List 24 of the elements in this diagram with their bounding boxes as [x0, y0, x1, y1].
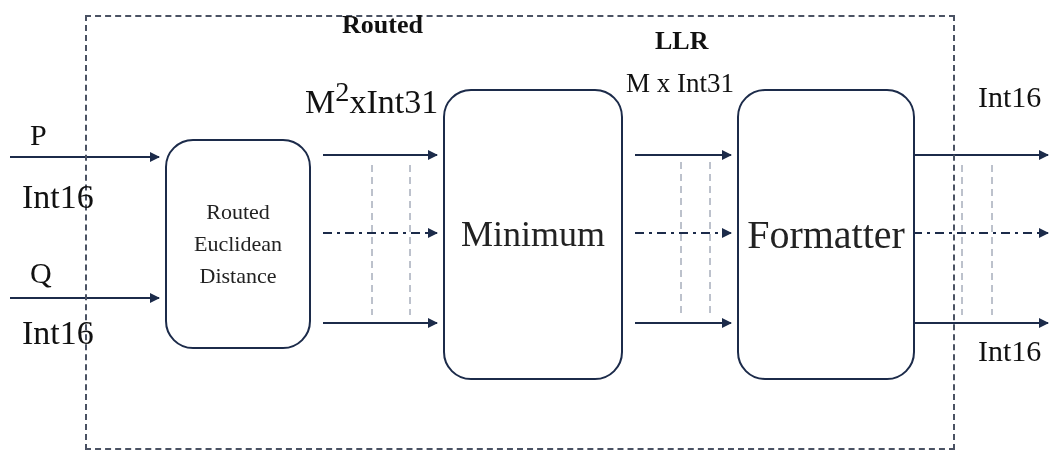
signal-label: Q — [30, 258, 52, 288]
heading-label: LLR — [655, 28, 709, 54]
arrow — [9, 152, 160, 162]
box-label: Formatter — [746, 210, 906, 259]
process-box — [443, 89, 623, 380]
box-label: Minimum — [460, 213, 606, 257]
signal-label: M$^{2}$xInt31 — [305, 78, 439, 120]
box-label: Routed Euclidean Distance — [193, 198, 283, 290]
arrow — [322, 228, 438, 238]
signal-label: Int16 — [978, 82, 1042, 112]
heading-label: Routed — [342, 12, 423, 38]
signal-label: Int16 — [22, 316, 94, 350]
signal-label: P — [30, 120, 47, 150]
signal-label: Int16 — [22, 180, 94, 214]
arrow — [322, 318, 438, 328]
arrow — [634, 228, 732, 238]
arrow — [322, 150, 438, 160]
arrow — [634, 150, 732, 160]
signal-label: M x Int31 — [626, 70, 734, 97]
arrow — [9, 293, 160, 303]
process-box — [165, 139, 311, 349]
process-box — [737, 89, 915, 380]
signal-label: Int16 — [978, 336, 1042, 366]
arrow — [634, 318, 732, 328]
